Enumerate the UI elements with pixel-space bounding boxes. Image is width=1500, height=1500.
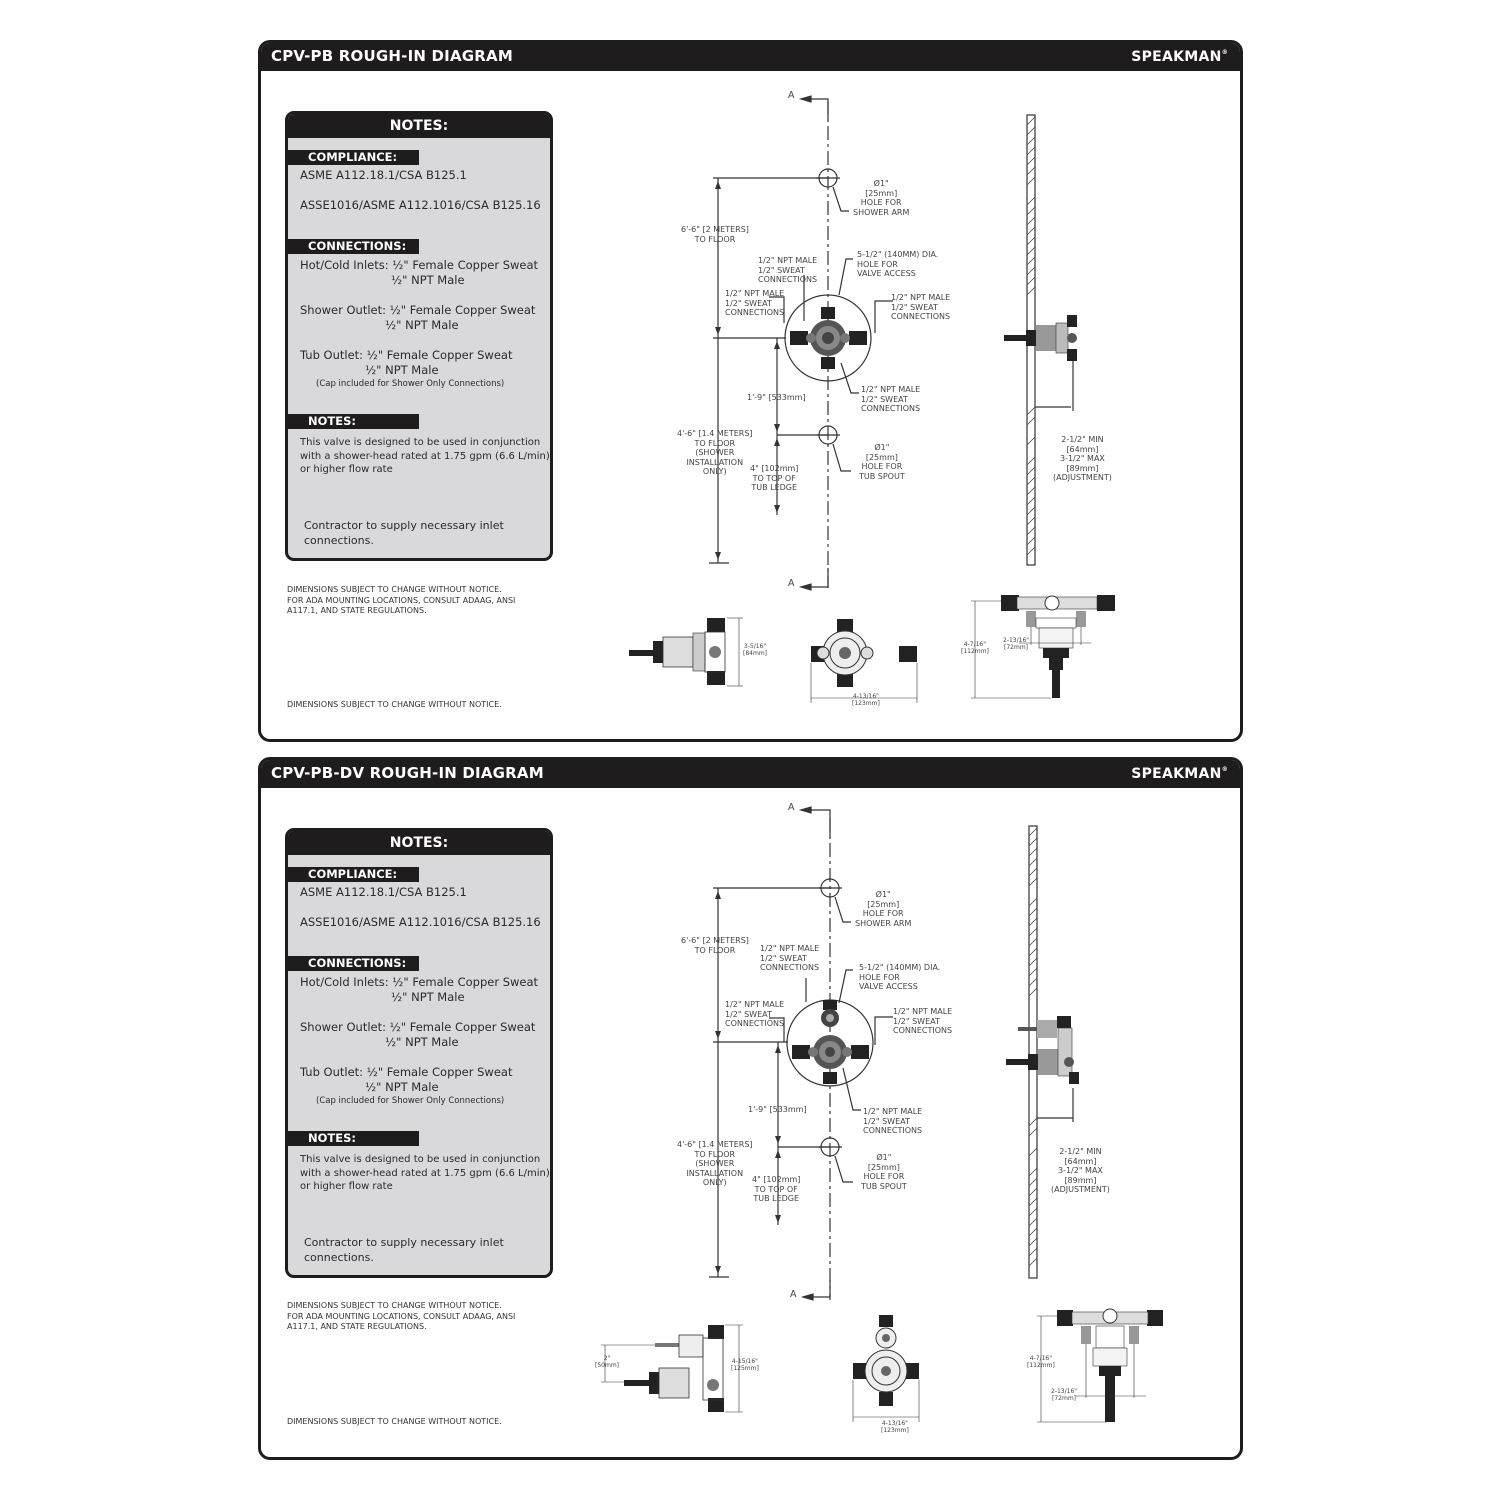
valve-front-icon xyxy=(790,307,867,369)
right-connection-label: 1/2" NPT MALE 1/2" SWEAT CONNECTIONS xyxy=(893,1007,953,1035)
connection-tub-outlet: Tub Outlet: ½" Female Copper Sweat xyxy=(300,1065,513,1079)
rough-in-sheet-cpv-pb: CPV-PB ROUGH-IN DIAGRAM SPEAKMAN® NOTES:… xyxy=(258,40,1243,742)
bottom-connection-label: 1/2" NPT MALE 1/2" SWEAT CONNECTIONS xyxy=(861,385,921,413)
compliance-standard: ASME A112.18.1/CSA B125.1 xyxy=(300,885,467,899)
connection-tub-outlet-npt: ½" NPT Male xyxy=(365,363,439,377)
valve-top-detail-icon xyxy=(971,595,1115,699)
adjustment-dim: 2-1/2" MIN [64mm] 3-1/2" MAX [89mm] (ADJ… xyxy=(1051,1147,1110,1194)
valve-side-icon xyxy=(1004,315,1077,361)
compliance-standard: ASSE1016/ASME A112.1016/CSA B125.16 xyxy=(300,915,541,929)
compliance-label: COMPLIANCE: xyxy=(288,150,419,165)
connection-shower-outlet: Shower Outlet: ½" Female Copper Sweat xyxy=(300,1020,536,1034)
left-connection-label: 1/2" NPT MALE 1/2" SWEAT CONNECTIONS xyxy=(725,289,785,317)
compliance-standard: ASME A112.18.1/CSA B125.1 xyxy=(300,168,467,182)
tub-ledge-dim: 4" [102mm] TO TOP OF TUB LEDGE xyxy=(752,1175,801,1203)
top-height-dim: 4-7/16" [112mm] xyxy=(1027,1355,1055,1369)
bottom-connection-label: 1/2" NPT MALE 1/2" SWEAT CONNECTIONS xyxy=(863,1107,923,1135)
front-detail-dim: 4-13/16" [123mm] xyxy=(881,1420,909,1434)
right-connection-label: 1/2" NPT MALE 1/2" SWEAT CONNECTIONS xyxy=(891,293,951,321)
flow-rate-note: This valve is designed to be used in con… xyxy=(300,437,550,475)
top-width-dim: 2-13/16" [72mm] xyxy=(1051,1388,1078,1402)
notes-header: NOTES: xyxy=(288,114,550,138)
connection-tub-outlet: Tub Outlet: ½" Female Copper Sweat xyxy=(300,348,513,362)
section-marker-top: A xyxy=(788,802,795,813)
disclaimer-ada: DIMENSIONS SUBJECT TO CHANGE WITHOUT NOT… xyxy=(287,585,516,615)
front-view-drawing xyxy=(601,806,1163,1423)
sheet-header: CPV-PB ROUGH-IN DIAGRAM SPEAKMAN® xyxy=(261,43,1240,71)
top-width-dim: 2-13/16" [72mm] xyxy=(1003,637,1030,651)
connection-cap-note: (Cap included for Shower Only Connection… xyxy=(316,1096,505,1106)
flow-rate-note: This valve is designed to be used in con… xyxy=(300,1154,550,1192)
valve-front-icon xyxy=(792,1000,869,1084)
connection-shower-outlet-npt: ½" NPT Male xyxy=(385,1035,459,1049)
contractor-note: Contractor to supply necessary inlet con… xyxy=(304,1236,504,1264)
valve-to-floor-dim: 4'-6" [1.4 METERS] TO FLOOR (SHOWER INST… xyxy=(677,429,753,476)
connection-shower-outlet: Shower Outlet: ½" Female Copper Sweat xyxy=(300,303,536,317)
shower-arm-hole-label: Ø1" [25mm] HOLE FOR SHOWER ARM xyxy=(853,179,910,217)
shower-arm-hole-label: Ø1" [25mm] HOLE FOR SHOWER ARM xyxy=(855,890,912,928)
valve-side-detail-icon xyxy=(601,1324,743,1413)
connections-label: CONNECTIONS: xyxy=(288,239,419,254)
speakman-logo: SPEAKMAN® xyxy=(1131,49,1228,65)
valve-side-detail-icon xyxy=(629,617,743,687)
notes-header: NOTES: xyxy=(288,831,550,855)
access-hole-label: 5-1/2" (140MM) DIA. HOLE FOR VALVE ACCES… xyxy=(857,250,939,278)
left-connection-label: 1/2" NPT MALE 1/2" SWEAT CONNECTIONS xyxy=(725,1000,785,1028)
valve-front-detail-icon xyxy=(810,619,918,703)
notes-panel: NOTES: COMPLIANCE: ASME A112.18.1/CSA B1… xyxy=(285,828,553,1278)
connection-tub-outlet-npt: ½" NPT Male xyxy=(365,1080,439,1094)
sheet-title: CPV-PB-DV ROUGH-IN DIAGRAM xyxy=(271,764,544,782)
tub-spout-hole-label: Ø1" [25mm] HOLE FOR TUB SPOUT xyxy=(859,443,905,481)
connection-cap-note: (Cap included for Shower Only Connection… xyxy=(316,379,505,389)
connection-hot-cold-npt: ½" NPT Male xyxy=(391,990,465,1004)
compliance-standard: ASSE1016/ASME A112.1016/CSA B125.16 xyxy=(300,198,541,212)
valve-top-detail-icon xyxy=(1037,1308,1163,1423)
tub-spout-hole-label: Ø1" [25mm] HOLE FOR TUB SPOUT xyxy=(861,1153,907,1191)
section-marker-top: A xyxy=(788,90,795,101)
height-to-floor-label: 6'-6" [2 METERS] TO FLOOR xyxy=(681,936,749,955)
tub-ledge-dim: 4" [102mm] TO TOP OF TUB LEDGE xyxy=(750,464,799,492)
side-detail-dim: 3-5/16" [84mm] xyxy=(743,643,768,657)
disclaimer-ada: DIMENSIONS SUBJECT TO CHANGE WITHOUT NOT… xyxy=(287,1301,516,1331)
connections-label: CONNECTIONS: xyxy=(288,956,419,971)
side-offset-dim: 2" [50mm] xyxy=(595,1355,620,1369)
connection-hot-cold: Hot/Cold Inlets: ½" Female Copper Sweat xyxy=(300,975,539,989)
access-hole-label: 5-1/2" (140MM) DIA. HOLE FOR VALVE ACCES… xyxy=(859,963,941,991)
section-marker-bottom: A xyxy=(790,1289,797,1300)
connection-shower-outlet-npt: ½" NPT Male xyxy=(385,318,459,332)
sheet-title: CPV-PB ROUGH-IN DIAGRAM xyxy=(271,47,513,65)
top-connection-label: 1/2" NPT MALE 1/2" SWEAT CONNECTIONS xyxy=(758,256,818,284)
notes-label: NOTES: xyxy=(288,414,419,429)
valve-side-icon xyxy=(1006,1016,1079,1084)
valve-front-detail-icon xyxy=(852,1315,920,1422)
height-to-floor-label: 6'-6" [2 METERS] TO FLOOR xyxy=(681,225,749,244)
disclaimer-dimensions: DIMENSIONS SUBJECT TO CHANGE WITHOUT NOT… xyxy=(287,700,502,709)
contractor-note: Contractor to supply necessary inlet con… xyxy=(304,519,504,547)
rough-in-sheet-cpv-pb-dv: CPV-PB-DV ROUGH-IN DIAGRAM SPEAKMAN® NOT… xyxy=(258,757,1243,1460)
connection-hot-cold-npt: ½" NPT Male xyxy=(391,273,465,287)
compliance-label: COMPLIANCE: xyxy=(288,867,419,882)
valve-to-floor-dim: 4'-6" [1.4 METERS] TO FLOOR (SHOWER INST… xyxy=(677,1140,753,1187)
valve-to-spout-dim: 1'-9" [533mm] xyxy=(748,1105,807,1114)
disclaimer-dimensions: DIMENSIONS SUBJECT TO CHANGE WITHOUT NOT… xyxy=(287,1417,502,1426)
notes-label: NOTES: xyxy=(288,1131,419,1146)
sheet-header: CPV-PB-DV ROUGH-IN DIAGRAM SPEAKMAN® xyxy=(261,760,1240,788)
speakman-logo: SPEAKMAN® xyxy=(1131,766,1228,782)
valve-to-spout-dim: 1'-9" [533mm] xyxy=(747,393,806,402)
notes-panel: NOTES: COMPLIANCE: ASME A112.18.1/CSA B1… xyxy=(285,111,553,561)
top-connection-label: 1/2" NPT MALE 1/2" SWEAT CONNECTIONS xyxy=(760,944,820,972)
adjustment-dim: 2-1/2" MIN [64mm] 3-1/2" MAX [89mm] (ADJ… xyxy=(1053,435,1112,482)
front-view-drawing xyxy=(629,95,1115,703)
front-detail-dim: 4-13/16" [123mm] xyxy=(852,693,880,707)
top-height-dim: 4-7/16" [112mm] xyxy=(961,641,989,655)
side-detail-dim: 4-15/16" [125mm] xyxy=(731,1358,759,1372)
connection-hot-cold: Hot/Cold Inlets: ½" Female Copper Sweat xyxy=(300,258,539,272)
section-marker-bottom: A xyxy=(788,578,795,589)
